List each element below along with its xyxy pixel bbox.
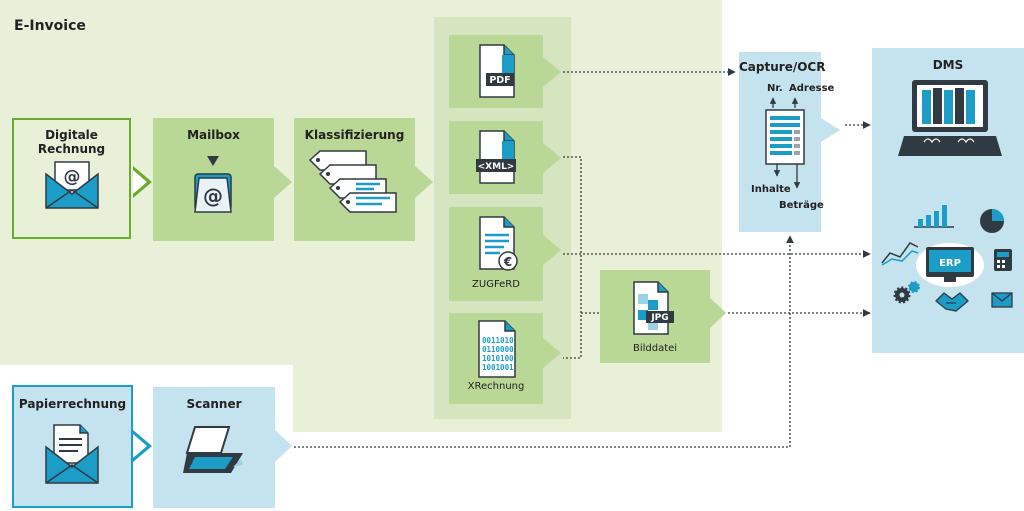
- zugferd-node: € ZUGFeRD: [449, 207, 543, 301]
- capture-ocr-label: Capture/OCR: [739, 60, 826, 74]
- xml-node: <XML>: [449, 121, 543, 194]
- bar-chart-icon: [914, 205, 954, 228]
- xml-xrechnung-bracket: [563, 156, 582, 359]
- ocr-label-contents: Inhalte: [751, 184, 791, 195]
- xrechnung-node: 0011010 0110000 1010100 1001001 XRechnun…: [449, 313, 543, 404]
- svg-text:0110000: 0110000: [482, 345, 514, 354]
- xrechnung-pointer: [543, 338, 561, 368]
- ocr-label-nr: Nr.: [767, 83, 783, 94]
- xrechnung-label: XRechnung: [467, 381, 525, 392]
- zugferd-label: ZUGFeRD: [472, 279, 520, 290]
- dms-erp-node: DMS: [872, 48, 1024, 353]
- tags-icon: [308, 150, 397, 213]
- pdf-pointer: [543, 57, 561, 87]
- svg-text:@: @: [64, 167, 81, 187]
- image-file-pointer: [710, 298, 726, 328]
- digital-invoice-node: Digitale Rechnung @: [12, 118, 131, 239]
- binary-document-icon: 0011010 0110000 1010100 1001001: [478, 320, 516, 378]
- handshake-icon: [935, 292, 969, 312]
- mailbox-pointer: [274, 166, 292, 198]
- ocr-pointer: [821, 118, 840, 142]
- classification-pointer: [415, 166, 433, 198]
- svg-text:€: €: [503, 255, 512, 269]
- paper-envelope-icon: [45, 424, 99, 484]
- jpg-document-icon: JPG: [633, 281, 674, 335]
- scanner-to-ocr-line: [294, 235, 794, 448]
- capture-ocr-node: Capture/OCR Nr. Adresse Inhalte Beträge: [739, 52, 834, 232]
- mailbox-folder-icon: @: [194, 156, 232, 213]
- xml-pointer: [543, 143, 561, 173]
- scanner-node: Scanner: [153, 387, 275, 508]
- zugferd-pointer: [543, 235, 561, 265]
- svg-text:JPG: JPG: [650, 313, 668, 323]
- svg-text:1010100: 1010100: [482, 354, 514, 363]
- paper-invoice-label: Papierrechnung: [18, 397, 127, 411]
- erp-monitor-icon: ERP: [916, 243, 984, 287]
- xml-document-icon: <XML>: [476, 130, 516, 184]
- calculator-icon: [994, 249, 1012, 271]
- svg-text:0011010: 0011010: [482, 336, 514, 345]
- svg-text:ERP: ERP: [939, 258, 961, 269]
- svg-text:<XML>: <XML>: [478, 162, 515, 172]
- email-envelope-icon: @: [45, 161, 99, 209]
- classification-label: Klassifizierung: [304, 128, 405, 142]
- flatbed-scanner-icon: [183, 426, 243, 473]
- paper-invoice-node: Papierrechnung: [12, 385, 133, 508]
- pdf-node: PDF: [449, 35, 543, 108]
- pdf-document-icon: PDF: [479, 44, 515, 98]
- ocr-label-amounts: Beträge: [779, 200, 824, 211]
- line-chart-icon: [881, 242, 919, 266]
- svg-text:1001001: 1001001: [482, 363, 514, 372]
- scanner-pointer: [275, 430, 292, 462]
- mailbox-label: Mailbox: [187, 128, 240, 142]
- ocr-label-address: Adresse: [789, 83, 835, 94]
- image-file-node: JPG Bilddatei: [600, 270, 710, 363]
- ocr-document-icon: [765, 97, 805, 189]
- euro-invoice-icon: €: [479, 216, 518, 271]
- mailbox-node: Mailbox @: [153, 118, 274, 241]
- image-file-label: Bilddatei: [632, 343, 678, 354]
- scanner-label: Scanner: [186, 397, 242, 411]
- envelope-icon: [991, 292, 1013, 308]
- gears-icon: [893, 281, 920, 304]
- erp-icon-cluster: ERP: [881, 205, 1013, 312]
- dms-label: DMS: [932, 58, 964, 72]
- pie-chart-icon: [980, 209, 1004, 233]
- digital-invoice-label: Digitale Rechnung: [37, 128, 106, 156]
- svg-text:PDF: PDF: [489, 75, 510, 86]
- classification-node: Klassifizierung: [294, 118, 415, 241]
- e-invoice-title: E-Invoice: [14, 18, 86, 34]
- svg-text:@: @: [203, 184, 223, 208]
- laptop-archive-icon: [898, 80, 1002, 156]
